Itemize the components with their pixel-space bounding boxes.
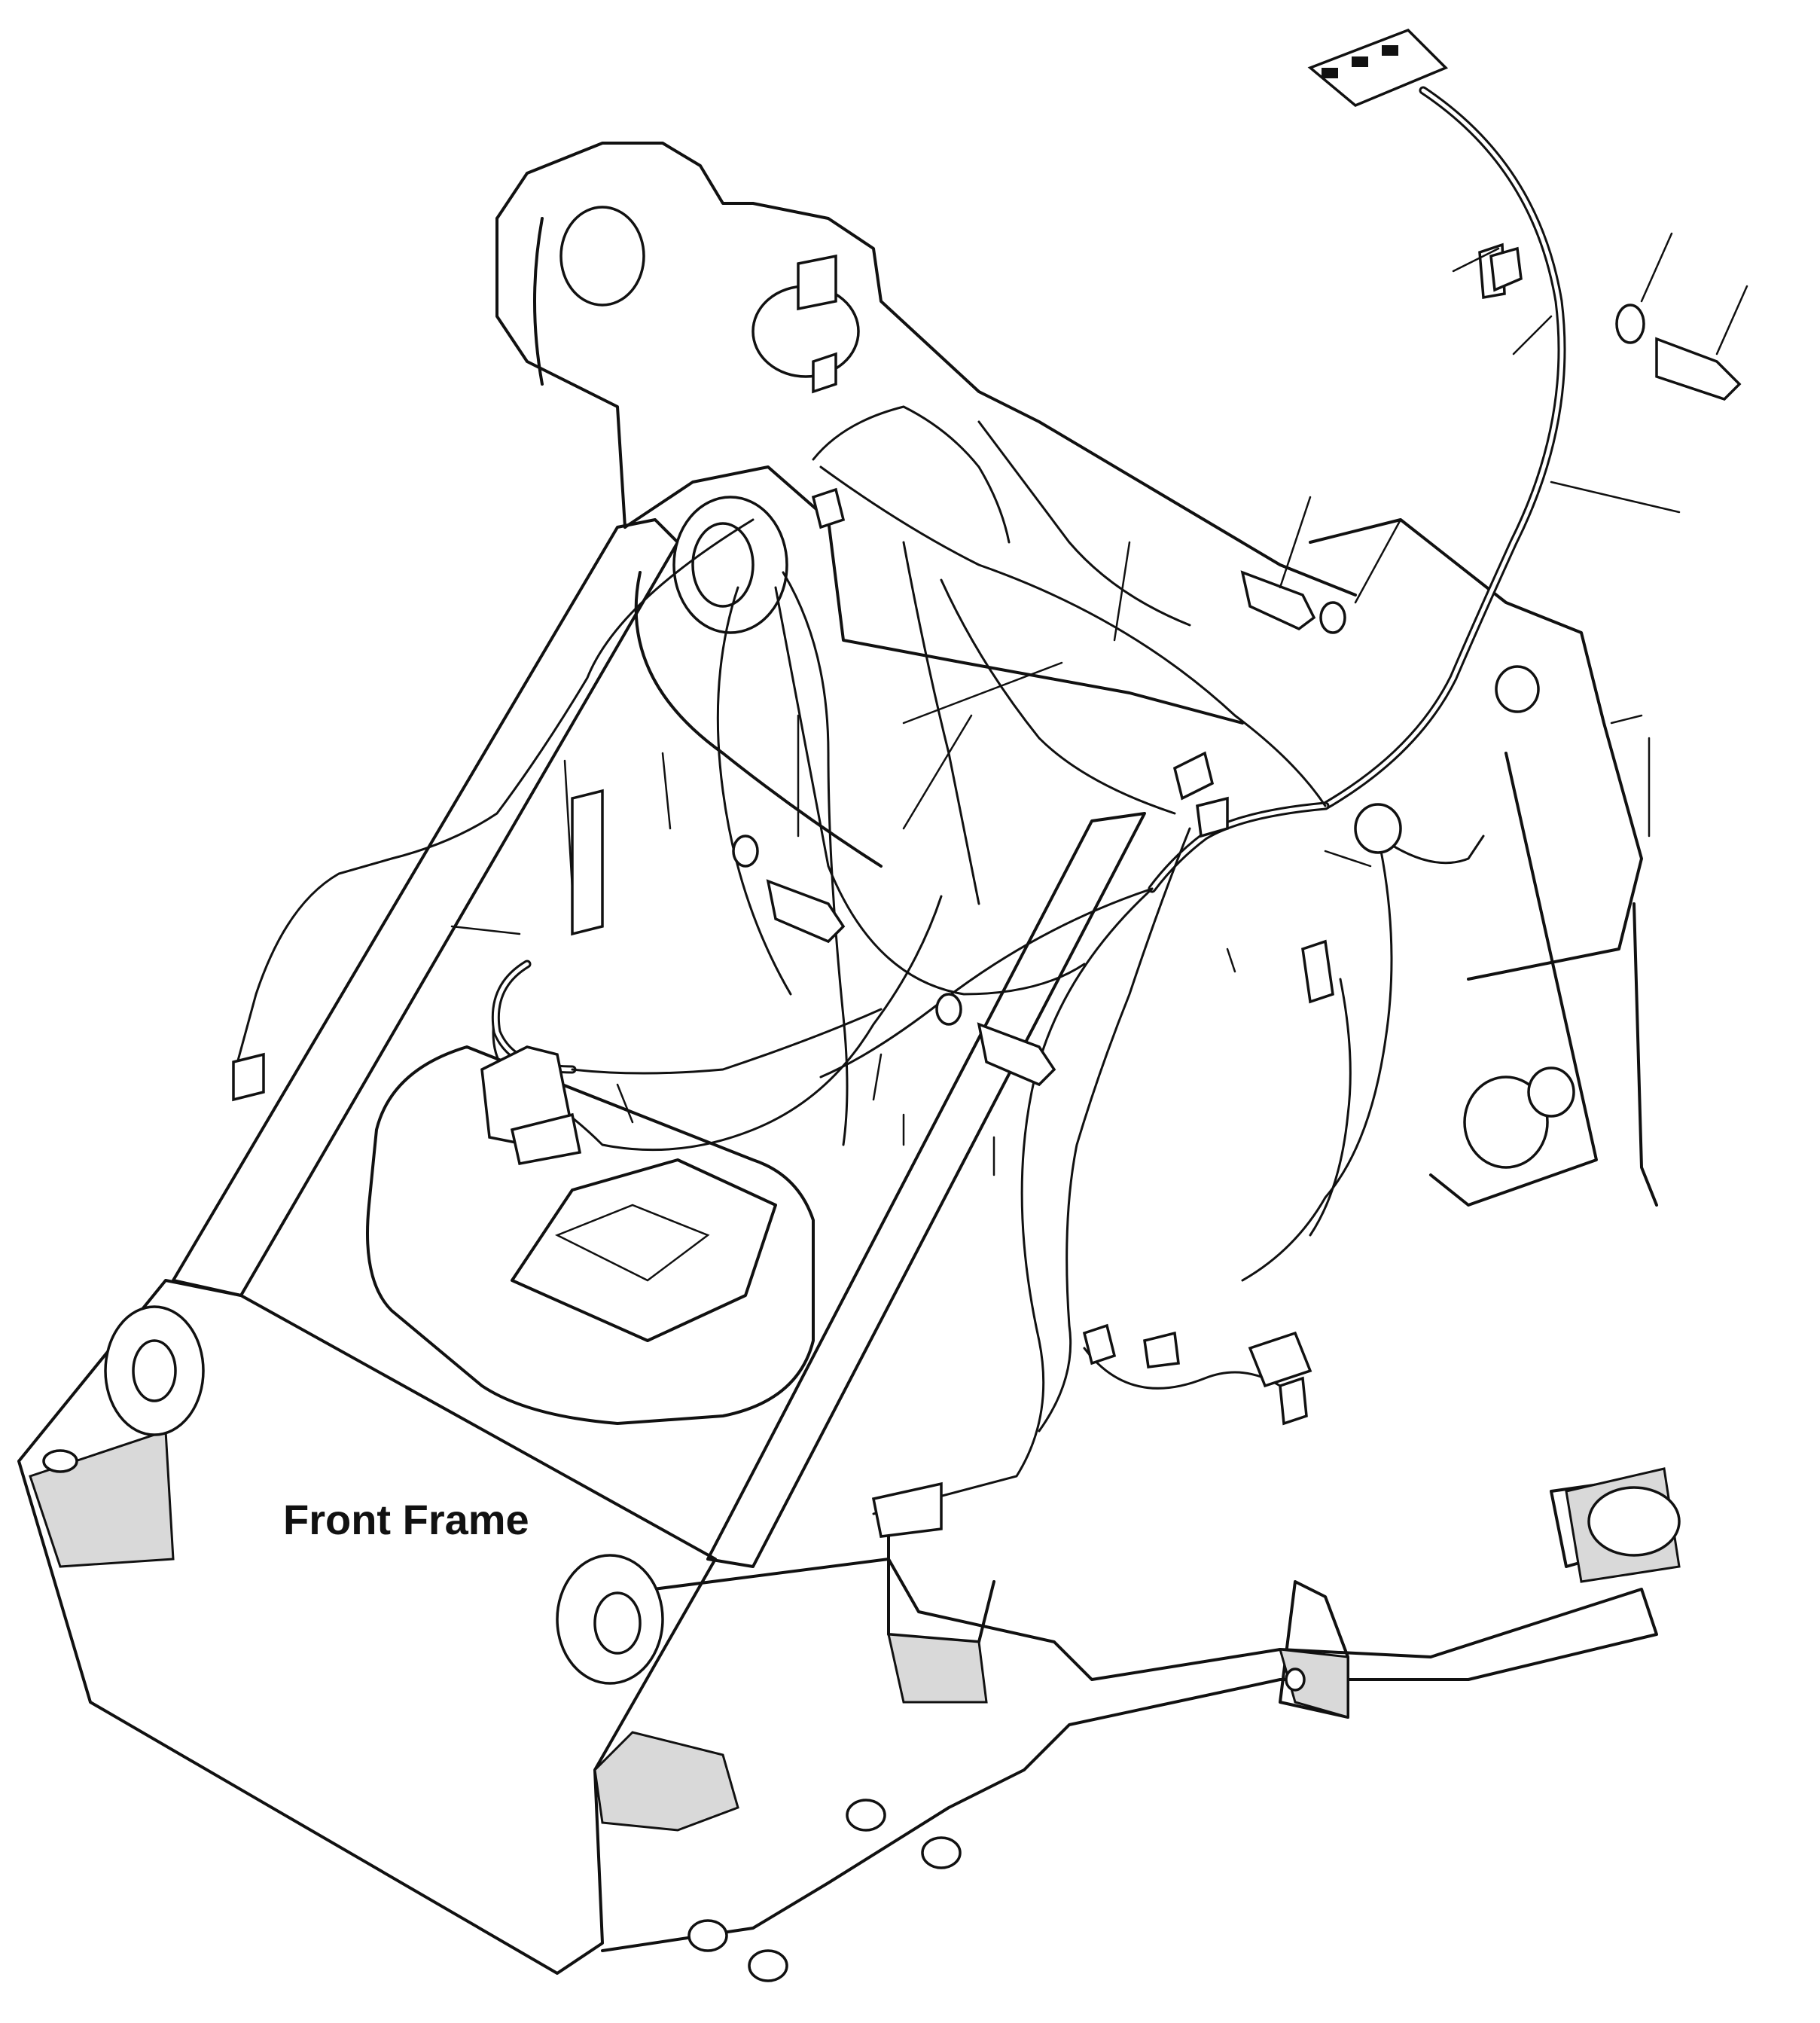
washer-top [1615, 304, 1645, 344]
connector-lower-right [1248, 1331, 1312, 1388]
grommet-lower-right [1527, 1066, 1575, 1118]
upper-clip [812, 352, 837, 394]
components [232, 28, 1742, 1538]
frame-shading [29, 1429, 1681, 1832]
left-pivot-hole [132, 1339, 177, 1402]
wire-harness [232, 86, 1566, 1515]
upper-bearing-bracket [797, 254, 837, 311]
frame-label: Front Frame [283, 1496, 529, 1543]
pad-hole-4 [748, 1949, 788, 1982]
clip-b [1172, 751, 1215, 801]
washer-lower [935, 993, 962, 1026]
upper-pivot-hole [559, 206, 645, 307]
connector-pin-2 [1352, 56, 1368, 67]
grommet-right [1495, 665, 1540, 713]
mount-hole-b [1285, 1668, 1306, 1692]
bolt-center [766, 879, 846, 944]
bracket-a [1489, 246, 1523, 292]
sensor-lower [1082, 1323, 1117, 1365]
right-plate-hole [1463, 1076, 1549, 1169]
frame-holes [42, 206, 1681, 1982]
washer-upper-right [1319, 601, 1346, 634]
clip-c [1196, 796, 1229, 838]
bolt-upper-right [1240, 570, 1316, 631]
connector-bracket-left [571, 789, 604, 936]
bolt-lower [977, 1022, 1056, 1087]
pad-hole-3 [687, 1919, 728, 1952]
frame-outline [17, 142, 1673, 1975]
pad-hole-2 [921, 1836, 962, 1869]
bolt-top [1655, 337, 1742, 401]
top-right-connector [1307, 28, 1449, 108]
connector-pin-3 [1382, 45, 1398, 56]
clip-front [871, 1481, 943, 1538]
pivot-pin-right [1587, 1486, 1681, 1557]
grommet-mid [1354, 803, 1402, 854]
relay-connector [510, 1112, 582, 1166]
center-bore-inner [691, 522, 755, 608]
grommet-left [811, 487, 846, 529]
front-pivot-hole [593, 1591, 642, 1655]
leader-lines [450, 232, 1748, 1176]
sensor-lower-2 [1143, 1331, 1180, 1368]
clip-right-mid [1301, 939, 1334, 1004]
clip-left-rail [232, 1052, 265, 1102]
washer-center [732, 835, 759, 868]
clip-lower-right [1279, 1376, 1308, 1426]
pad-hole-1 [846, 1799, 886, 1832]
connector-pin-1 [1322, 68, 1338, 78]
mount-hole-a [42, 1449, 78, 1473]
